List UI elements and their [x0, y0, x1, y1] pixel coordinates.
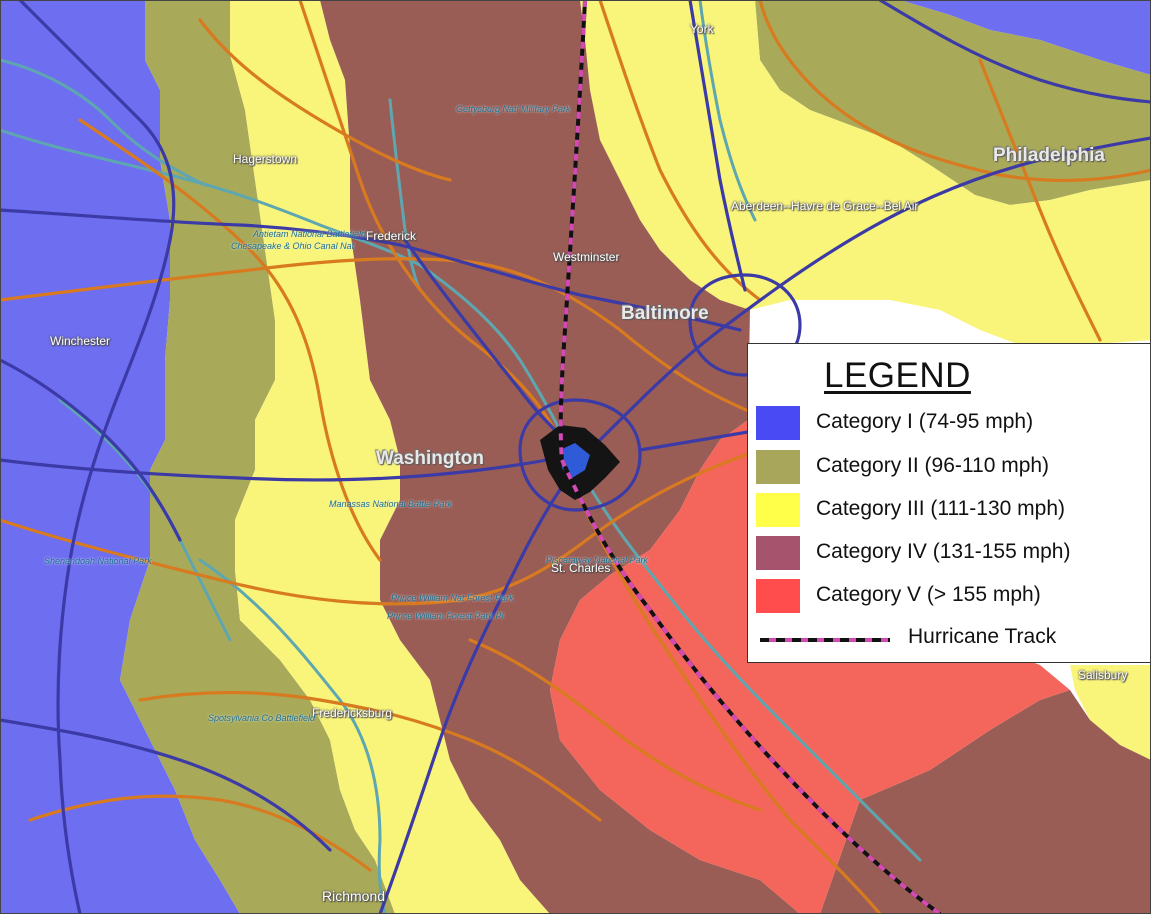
legend-label-hurricane-track: Hurricane Track [908, 625, 1057, 648]
highway-5 [598, 0, 762, 302]
zone-category-1-west [0, 0, 240, 914]
potomac-river [0, 128, 922, 862]
hurricane-track [558, 0, 942, 914]
rivers [0, 0, 922, 914]
zone-category-3-southeast [1070, 665, 1151, 760]
river-monocacy [388, 98, 422, 292]
legend-label-category-1: Category I (74-95 mph) [816, 410, 1034, 433]
interstate-baltimore-beltway [688, 273, 802, 377]
label-prince-william-park: Prince William Nat Forest Park [391, 593, 514, 603]
interstate-81 [18, 0, 176, 914]
interstate-66 [0, 453, 572, 482]
interstate-northeast [878, 0, 1151, 104]
label-westminster: Westminster [553, 250, 620, 264]
map-legend: LEGEND Category I (74-95 mph) Category I… [747, 343, 1151, 663]
interstate-70 [0, 208, 742, 332]
zone-category-5 [550, 420, 1070, 914]
zone-category-1-northeast [900, 0, 1151, 75]
highway-11 [28, 794, 372, 872]
label-chesapeake-canal: Chesapeake & Ohio Canal Nat [231, 241, 355, 251]
label-richmond: Richmond [322, 888, 386, 904]
label-antietam-park: Antietam National Battlefield [253, 229, 367, 239]
label-baltimore: Baltimore [621, 303, 709, 324]
hurricane-track-swatch [760, 638, 890, 642]
highway-12 [198, 18, 452, 182]
legend-label-category-4: Category IV (131-155 mph) [816, 540, 1071, 563]
label-frederick: Frederick [366, 229, 417, 243]
label-prince-william-forest: Prince William Forest Park Pl [387, 611, 504, 621]
zone-category-4-southeast [820, 690, 1151, 914]
interstate-270 [403, 238, 557, 432]
interstate-beltway [518, 398, 642, 512]
label-york: York [690, 22, 714, 36]
interstate-95 [378, 136, 1151, 914]
label-aberdeen: Aberdeen--Havre de Grace--Bel Air [731, 199, 919, 213]
interstate-west-virginia [0, 358, 182, 542]
highway-2 [0, 448, 762, 606]
legend-swatch-category-2 [756, 450, 800, 484]
highway-9 [758, 0, 1151, 183]
track-northern-leg-dash [558, 0, 587, 461]
label-spotsylvania: Spotsylvania Co Battlefield [208, 713, 316, 723]
legend-swatch-category-5 [756, 579, 800, 613]
legend-label-category-3: Category III (111-130 mph) [816, 497, 1066, 520]
legend-label-category-2: Category II (96-110 mph) [816, 454, 1050, 477]
label-piscataway-park: Piscataway National Park [546, 555, 649, 565]
highway-4 [298, 0, 562, 442]
highway-7 [468, 638, 762, 812]
zone-category-3-west [230, 0, 550, 914]
zone-category-2-northeast [755, 0, 1151, 205]
zone-category-2-west [120, 0, 395, 914]
label-washington: Washington [376, 448, 484, 469]
legend-swatch-category-1 [756, 406, 800, 440]
label-shenandoah-park: Shenandoah National Park [44, 556, 152, 566]
highway-10 [978, 58, 1102, 342]
legend-swatch-category-3 [756, 493, 800, 527]
river-rappahannock [198, 558, 387, 914]
label-fredericksburg: Fredericksburg [312, 706, 393, 720]
river-north-branch [0, 58, 207, 187]
interstate-64 [0, 718, 332, 852]
legend-item-hurricane-track: Hurricane Track [756, 624, 1136, 654]
highway-8 [138, 690, 602, 822]
legend-title: LEGEND [824, 356, 971, 395]
zone-category-3-northeast [580, 0, 1151, 345]
label-winchester: Winchester [50, 334, 111, 348]
legend-swatch-category-4 [756, 536, 800, 570]
track-southern-leg-dash [560, 459, 942, 914]
label-manassas-park: Manassas National Battle Park [329, 499, 453, 509]
river-susquehanna [698, 0, 757, 222]
label-gettysburg-park: Gettysburg Natl Military Park [456, 104, 571, 114]
legend-label-category-5: Category V (> 155 mph) [816, 583, 1041, 606]
interstate-83 [688, 0, 747, 292]
highway-3 [78, 118, 382, 562]
label-philadelphia: Philadelphia [993, 145, 1105, 166]
label-salisbury: Salisbury [1078, 668, 1128, 682]
label-hagerstown: Hagerstown [233, 152, 298, 166]
label-st-charles: St. Charles [551, 561, 611, 575]
